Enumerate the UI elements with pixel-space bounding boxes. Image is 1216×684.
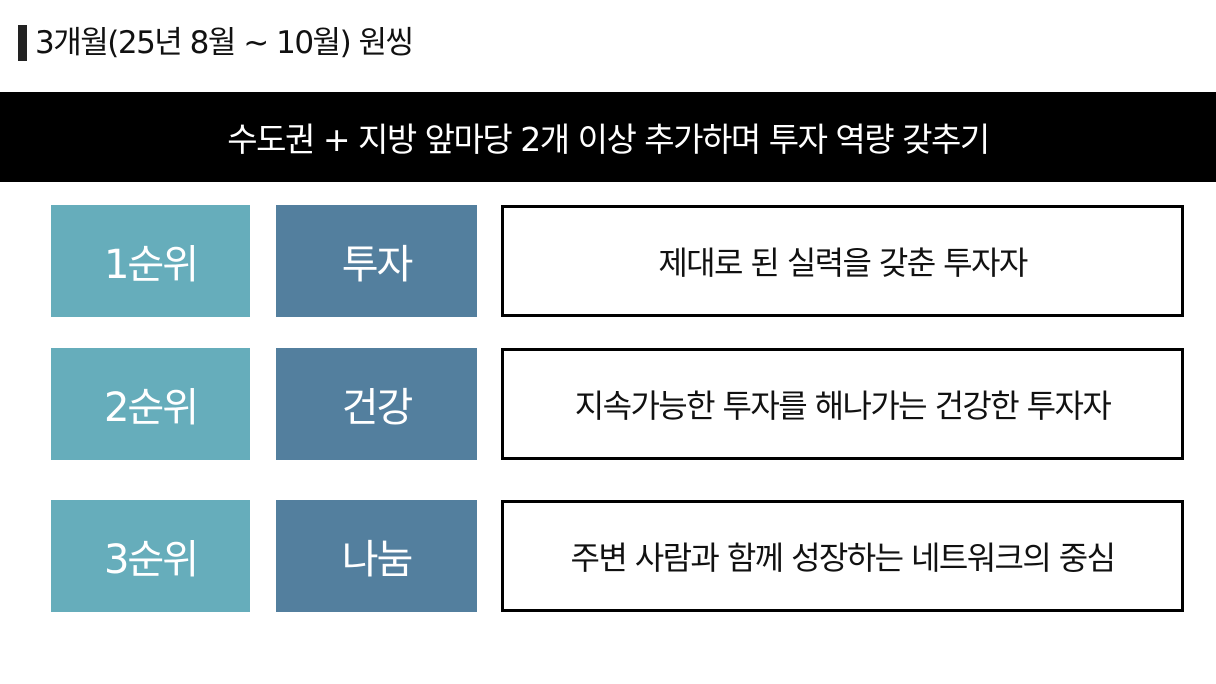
priority-row: 1순위 투자 제대로 된 실력을 갖춘 투자자	[51, 205, 1184, 317]
page-title-text: 3개월(25년 8월 ~ 10월) 원씽	[35, 25, 414, 61]
priority-row: 3순위 나눔 주변 사람과 함께 성장하는 네트워크의 중심	[51, 500, 1184, 612]
rank-box: 1순위	[51, 205, 250, 317]
title-accent-bar	[18, 25, 27, 61]
priority-row: 2순위 건강 지속가능한 투자를 해나가는 건강한 투자자	[51, 348, 1184, 460]
keyword-box: 투자	[276, 205, 477, 317]
rank-box: 2순위	[51, 348, 250, 460]
description-box: 제대로 된 실력을 갖춘 투자자	[501, 205, 1184, 317]
goal-banner-text: 수도권 + 지방 앞마당 2개 이상 추가하며 투자 역량 갖추기	[227, 120, 990, 159]
page-title: 3개월(25년 8월 ~ 10월) 원씽	[18, 22, 414, 64]
goal-banner: 수도권 + 지방 앞마당 2개 이상 추가하며 투자 역량 갖추기	[0, 92, 1216, 182]
rank-box: 3순위	[51, 500, 250, 612]
description-box: 지속가능한 투자를 해나가는 건강한 투자자	[501, 348, 1184, 460]
keyword-box: 건강	[276, 348, 477, 460]
keyword-box: 나눔	[276, 500, 477, 612]
description-box: 주변 사람과 함께 성장하는 네트워크의 중심	[501, 500, 1184, 612]
